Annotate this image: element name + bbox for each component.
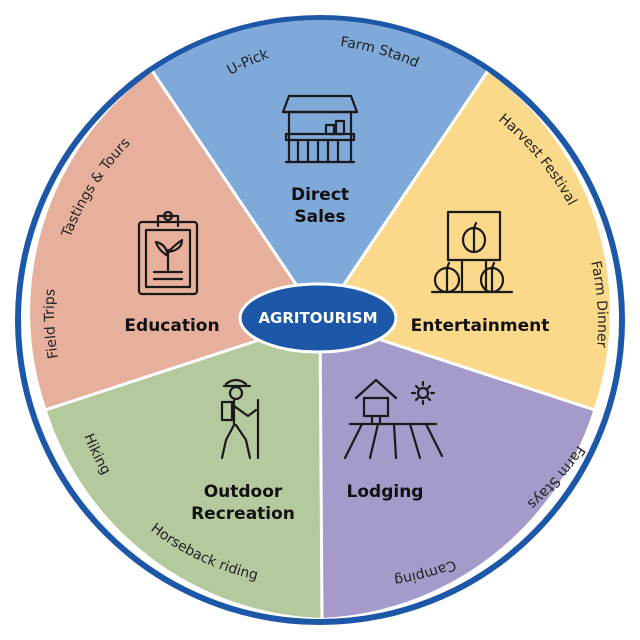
segment-title-outdoor-recreation-line1: Outdoor xyxy=(204,482,283,502)
segment-title-education: Education xyxy=(124,316,219,336)
segment-title-direct-sales-line1: Direct xyxy=(291,185,349,205)
segment-outdoor-recreation xyxy=(46,320,322,618)
farmhouse-field-icon xyxy=(343,378,444,460)
segment-lodging xyxy=(320,320,594,618)
center-label: AGRITOURISM xyxy=(258,309,377,327)
center-hub xyxy=(238,282,398,354)
segment-title-entertainment: Entertainment xyxy=(411,316,550,336)
segment-title-outdoor-recreation-line2: Recreation xyxy=(191,504,295,524)
segment-title-direct-sales-line2: Sales xyxy=(294,207,345,227)
pumpkin-sign-icon xyxy=(430,210,514,294)
segment-title-lodging: Lodging xyxy=(347,482,424,502)
farm-stand-icon xyxy=(281,94,359,164)
clipboard-plant-icon xyxy=(137,210,199,296)
segment-direct-sales xyxy=(152,19,488,320)
hiker-icon xyxy=(220,378,260,460)
item-field-trips: Field Trips xyxy=(42,288,62,360)
